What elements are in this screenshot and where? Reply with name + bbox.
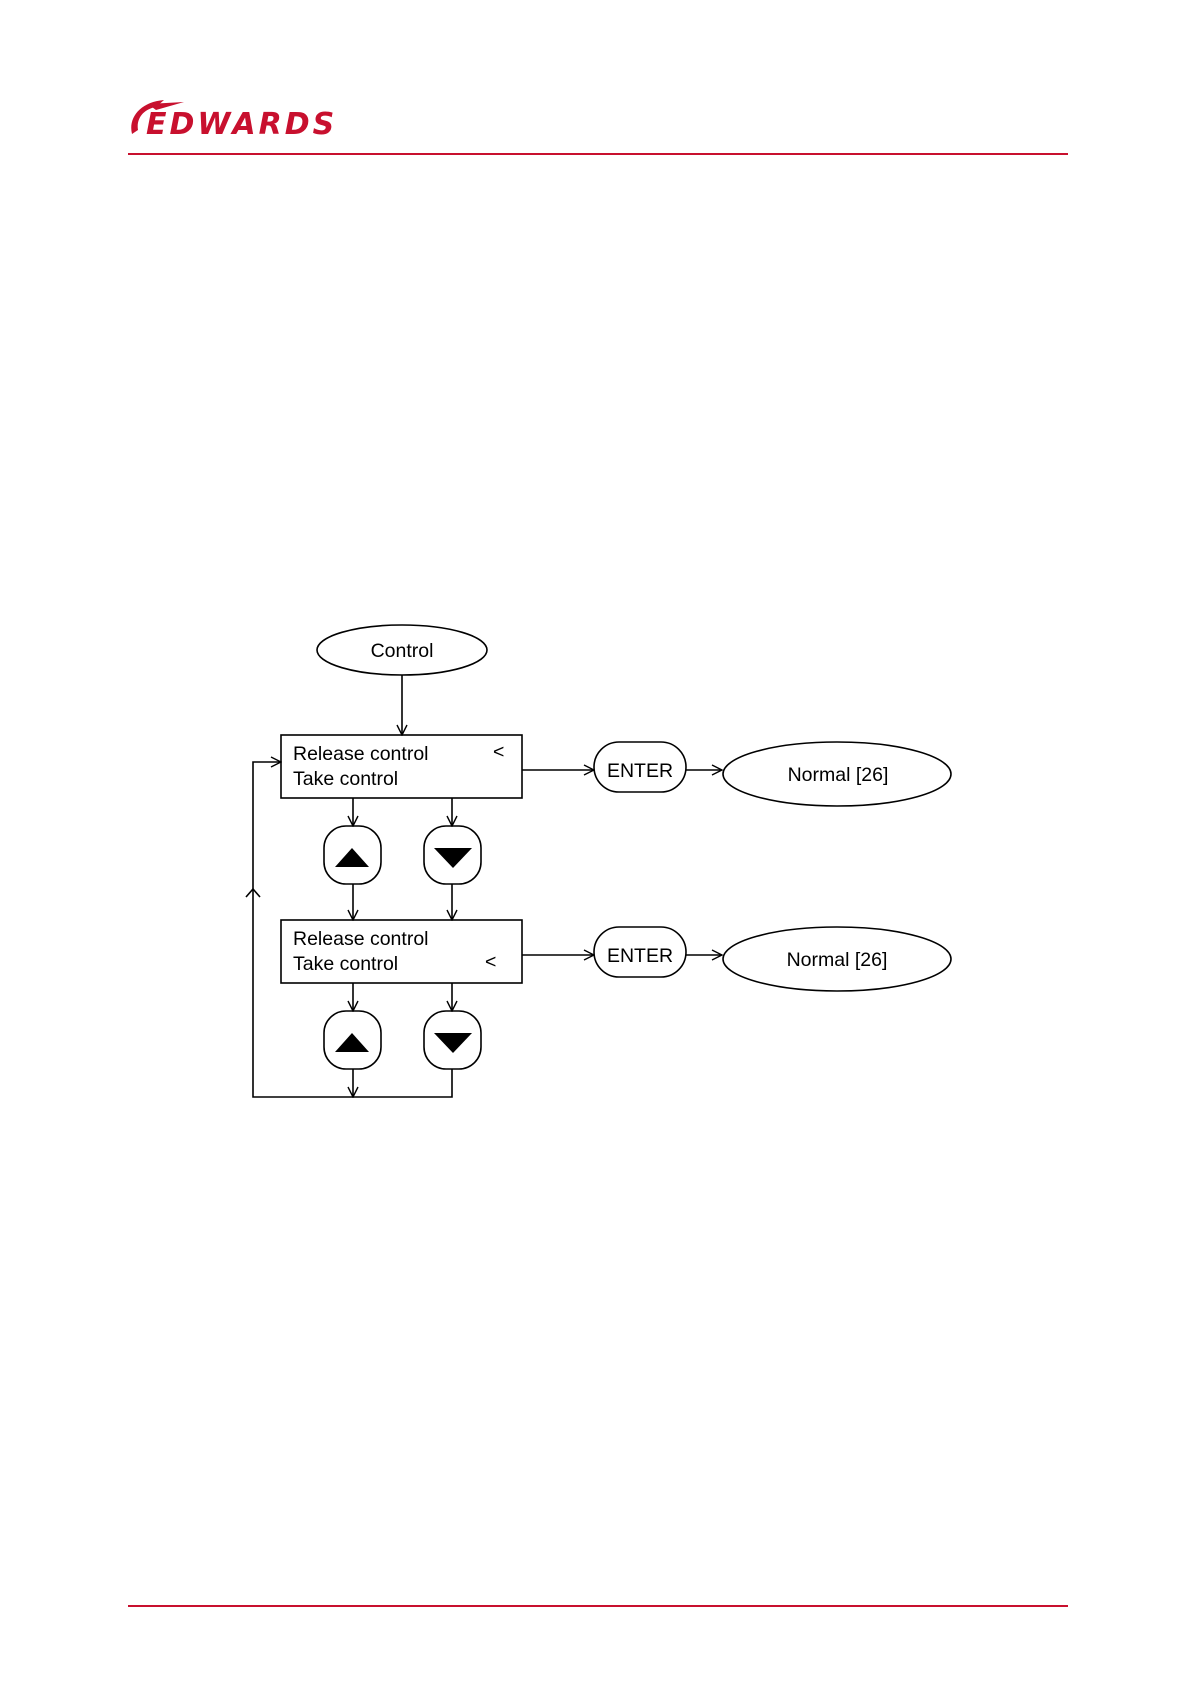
down-triangle-icon <box>434 1033 472 1053</box>
screen-2-line-2-cursor: < <box>485 951 496 973</box>
screen-2-line-1: Release control <box>293 928 429 950</box>
normal-1-label: Normal [26] <box>788 764 889 786</box>
enter-key-2-label: ENTER <box>607 945 673 967</box>
screen-2-line-2: Take control <box>293 953 398 975</box>
screen-1-line-1-cursor: < <box>493 741 504 763</box>
screen-1-line-2: Take control <box>293 768 398 790</box>
control-label: Control <box>371 640 434 662</box>
up-triangle-icon <box>335 1033 369 1052</box>
normal-2-label: Normal [26] <box>787 949 888 971</box>
up-triangle-icon <box>335 848 369 867</box>
footer-rule <box>128 1605 1068 1607</box>
screen-1-line-1: Release control <box>293 743 429 765</box>
down-triangle-icon <box>434 848 472 868</box>
enter-key-1-label: ENTER <box>607 760 673 782</box>
